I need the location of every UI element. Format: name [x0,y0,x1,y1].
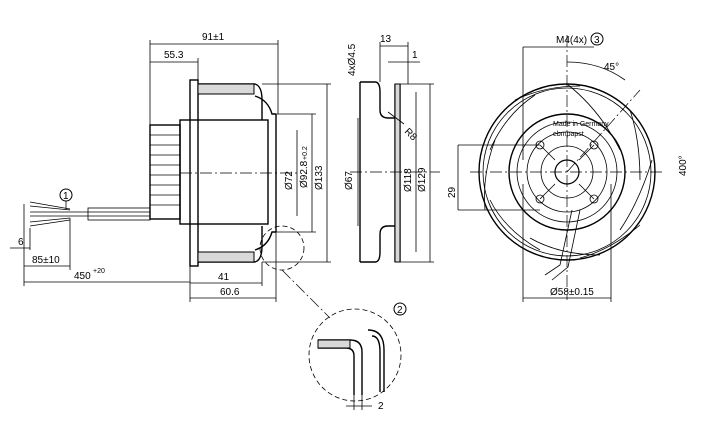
marker-1: 1 [63,191,69,202]
detail-view: 2 2 [308,302,407,412]
dim-flange-13: 13 [380,34,392,45]
dim-thread: M4(4x) [556,35,587,46]
dim-d133: Ø133 [314,165,325,190]
label-brand: ebmpapst [553,131,584,138]
dim-radius: R8 [402,126,419,143]
dim-cable-450: 450 [74,271,91,282]
dim-cable-85: 85±10 [32,255,60,266]
dim-rpm-dir: 400° [678,155,689,176]
dim-d92-tol: +0.2 [302,146,309,160]
dim-d92: Ø92.8 [299,160,310,188]
dim-60: 60.6 [220,287,240,298]
dim-d72: Ø72 [284,171,295,190]
section-view: 13 1 4xØ4.5 R8 Ø67 Ø118 Ø129 [344,34,440,263]
marker-3-circle [590,32,604,46]
dim-mount-holes: 4xØ4.5 [347,43,358,76]
dim-flange-1: 1 [412,50,418,61]
marker-2-circle [393,302,407,316]
label-made-in: Made in Germany [553,121,609,128]
dim-angle: 45° [604,62,619,73]
dim-d67: Ø67 [344,171,355,190]
fins [150,134,180,206]
side-dimensions: 91±1 55.3 Ø72 Ø92.8 +0.2 Ø133 41 60.6 6 … [10,32,331,302]
dim-detail-2: 2 [378,401,384,412]
marker-3: 3 [594,35,600,46]
dim-41: 41 [218,272,230,283]
dim-cable-6: 6 [18,237,24,248]
front-view: Made in Germany ebmpapst M4(4x) 3 45° 40… [447,32,689,302]
dim-overall-width: 91±1 [202,32,225,43]
dim-d118: Ø118 [403,168,414,192]
dim-depth-55: 55.3 [164,50,184,61]
dim-cable-450-tol: +20 [93,268,105,275]
side-view [29,79,331,319]
dim-d58: Ø58±0.15 [550,287,594,298]
marker-2: 2 [397,305,403,316]
impeller-blades [484,83,653,259]
dim-h29: 29 [447,186,458,198]
dim-d129: Ø129 [417,167,428,192]
